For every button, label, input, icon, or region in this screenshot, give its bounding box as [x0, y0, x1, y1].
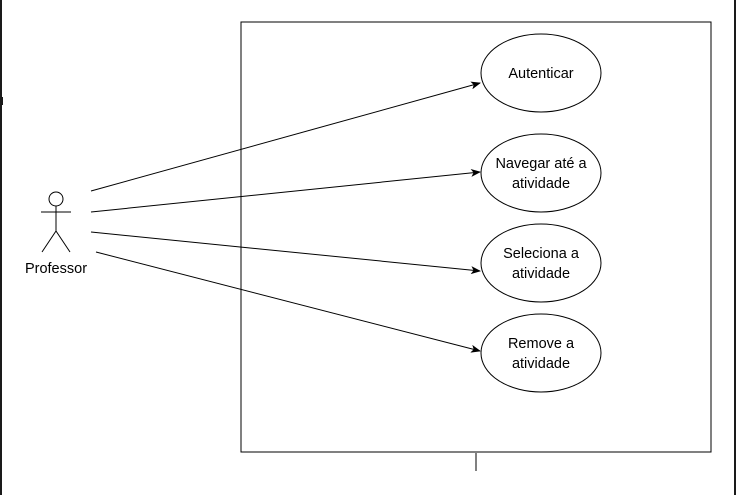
association-remove[interactable] [95, 251, 481, 353]
frame-notch [0, 97, 3, 105]
use-case-remove[interactable]: Remove a atividade [480, 313, 602, 393]
use-case-label-line1: Seleciona a [503, 246, 580, 262]
use-case-autenticar[interactable]: Autenticar [480, 33, 602, 113]
use-case-seleciona[interactable]: Seleciona a atividade [480, 223, 602, 303]
use-case-label-line2: atividade [512, 266, 570, 282]
association-autenticar[interactable] [90, 81, 481, 192]
system-boundary[interactable] [240, 21, 712, 453]
use-case-label-line1: Remove a [508, 336, 575, 352]
use-case-label-line2: atividade [512, 176, 570, 192]
association-navegar[interactable] [90, 168, 481, 213]
actor-professor[interactable]: Professor [25, 191, 87, 277]
stick-figure-icon [41, 191, 71, 253]
use-case-label: Autenticar [508, 66, 573, 82]
use-case-navegar[interactable]: Navegar até a atividade [480, 133, 602, 213]
actor-label: Professor [25, 261, 87, 277]
use-case-label-line1: Navegar até a [495, 156, 587, 172]
association-seleciona[interactable] [90, 231, 481, 275]
use-case-label-line2: atividade [512, 356, 570, 372]
